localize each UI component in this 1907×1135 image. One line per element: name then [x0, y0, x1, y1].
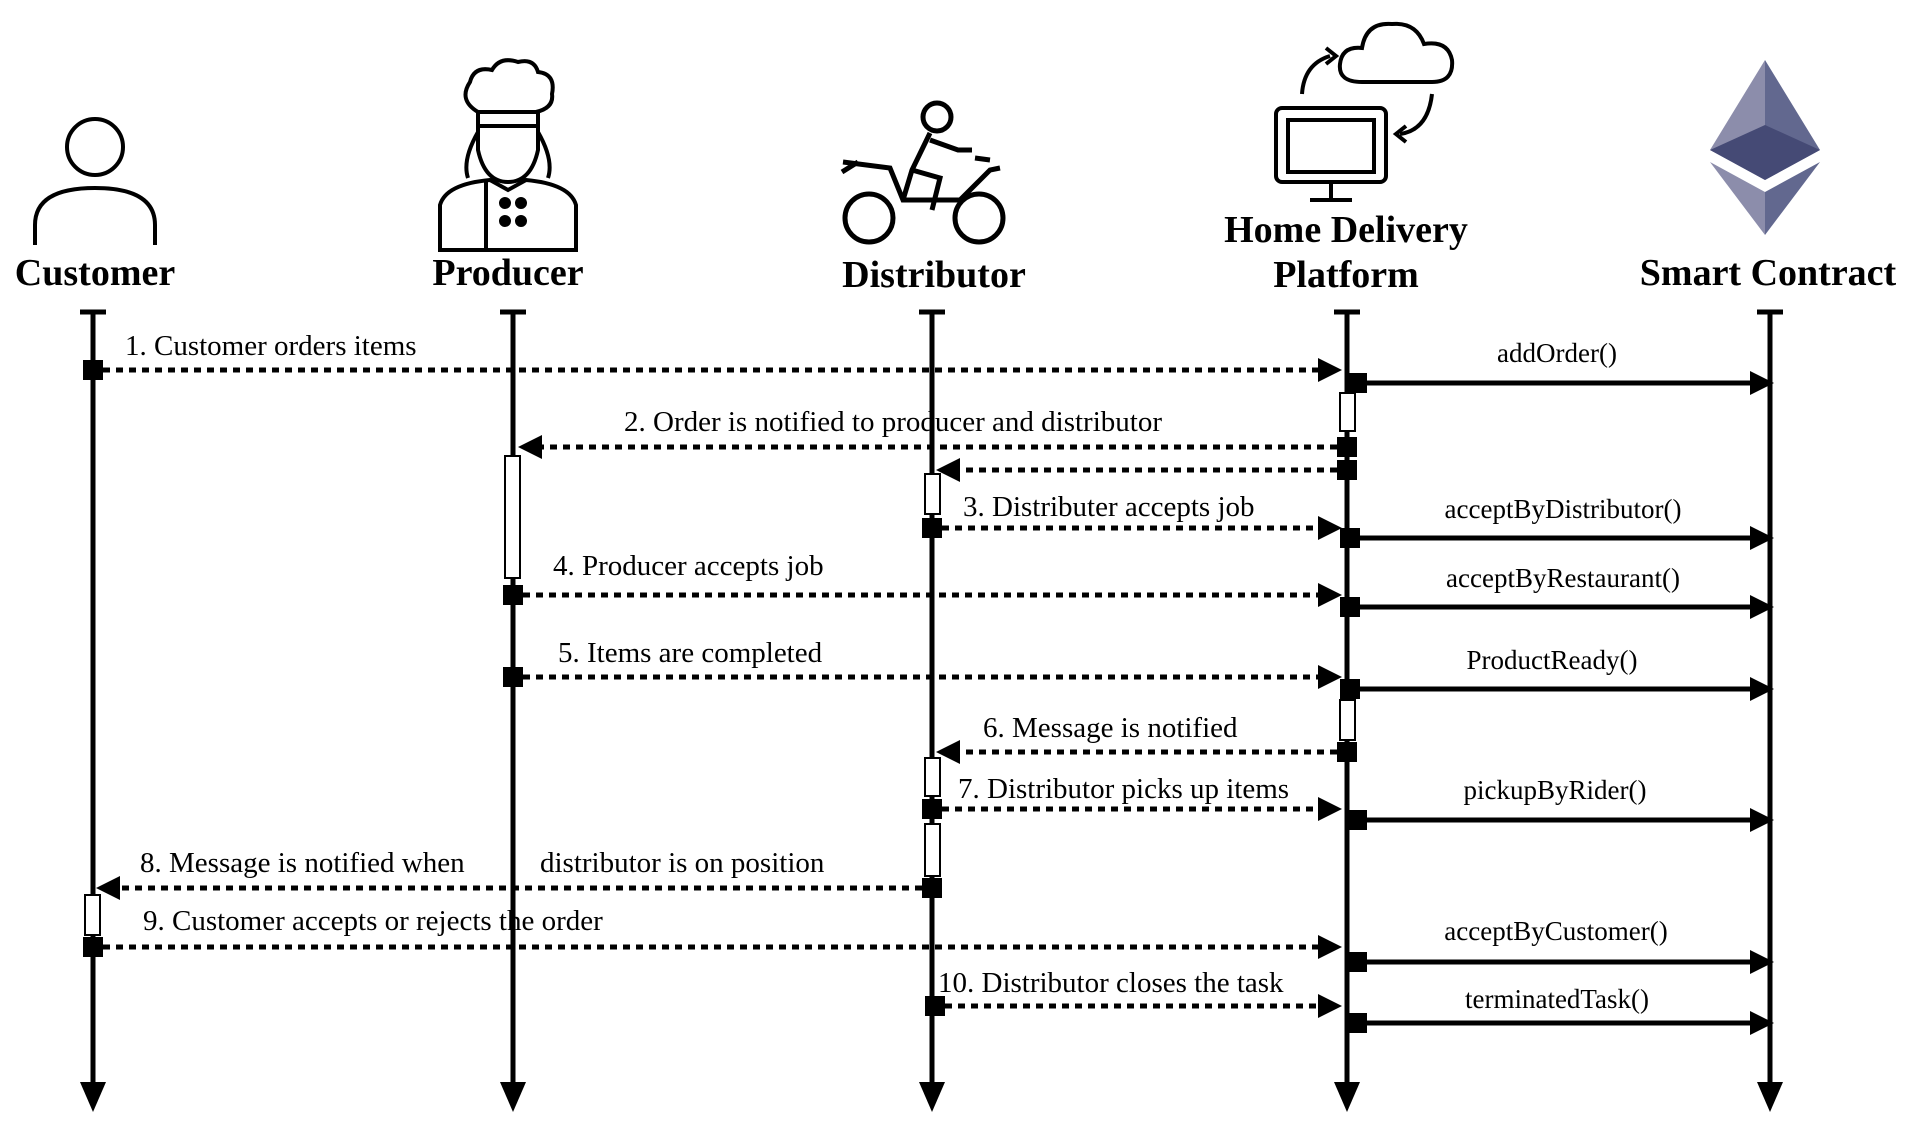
message-label-4: 4. Producer accepts job [553, 550, 824, 582]
activation-bar [924, 823, 941, 877]
activation-bar [1339, 392, 1356, 432]
message-2b [936, 458, 1357, 482]
contract-call-2: acceptByDistributor() [1340, 494, 1774, 550]
actor-label-platform-line1: Home Delivery [1224, 209, 1468, 251]
message-label-2: 2. Order is notified to producer and dis… [624, 406, 1162, 438]
message-2: 2. Order is notified to producer and dis… [518, 406, 1357, 459]
lifeline-contract [1757, 309, 1783, 1112]
chef-icon [438, 58, 578, 252]
contract-call-label-7: terminatedTask() [1465, 984, 1649, 1014]
contract-call-label-5: pickupByRider() [1464, 775, 1647, 805]
activation-bar [924, 757, 941, 797]
message-label-5: 5. Items are completed [558, 637, 823, 669]
contract-call-label-4: ProductReady() [1467, 645, 1638, 675]
person-icon [33, 117, 157, 245]
contract-call-1: addOrder() [1347, 338, 1774, 395]
lifeline-distributor [919, 309, 945, 1112]
message-6: 6. Message is notified [936, 712, 1357, 764]
activation-bar [504, 455, 521, 579]
actor-label-platform-line2: Platform [1273, 254, 1419, 296]
message-label-3: 3. Distributer accepts job [963, 491, 1255, 523]
message-label-1: 1. Customer orders items [125, 330, 417, 362]
message-label-9: 9. Customer accepts or rejects the order [143, 905, 603, 937]
message-1: 1. Customer orders items [83, 330, 1342, 382]
ethereum-icon [1710, 60, 1820, 235]
contract-call-label-1: addOrder() [1497, 338, 1617, 368]
contract-call-6: acceptByCustomer() [1347, 916, 1774, 974]
message-5: 5. Items are completed [503, 637, 1342, 689]
actor-label-customer: Customer [15, 252, 176, 294]
motorbike-rider-icon [840, 100, 1006, 245]
activation-bar [924, 473, 941, 515]
contract-call-label-6: acceptByCustomer() [1444, 916, 1667, 946]
computer-cloud-icon [1274, 21, 1455, 202]
message-3: 3. Distributer accepts job [922, 491, 1342, 540]
actor-label-producer: Producer [432, 252, 583, 294]
contract-call-label-3: acceptByRestaurant() [1446, 563, 1680, 593]
message-9: 9. Customer accepts or rejects the order [83, 905, 1342, 959]
activation-bar [1339, 699, 1356, 741]
contract-call-3: acceptByRestaurant() [1340, 563, 1774, 619]
lifeline-producer [500, 309, 526, 1112]
contract-call-4: ProductReady() [1340, 645, 1774, 701]
message-label-7: 7. Distributor picks up items [958, 773, 1289, 805]
message-label-8a: 8. Message is notified when [140, 847, 465, 879]
contract-call-5: pickupByRider() [1347, 775, 1774, 832]
message-label-10: 10. Distributor closes the task [938, 967, 1284, 999]
contract-call-label-2: acceptByDistributor() [1445, 494, 1682, 524]
message-8: 8. Message is notified when distributor … [96, 847, 942, 900]
activation-bar [84, 894, 101, 936]
message-label-6: 6. Message is notified [983, 712, 1238, 744]
message-10: 10. Distributor closes the task [925, 967, 1342, 1018]
contract-call-7: terminatedTask() [1347, 984, 1774, 1035]
actor-label-distributor: Distributor [842, 254, 1026, 296]
message-7: 7. Distributor picks up items [922, 773, 1342, 821]
actor-label-contract: Smart Contract [1640, 252, 1897, 294]
message-4: 4. Producer accepts job [503, 550, 1342, 607]
lifeline-customer [80, 309, 106, 1112]
message-label-8b: distributor is on position [540, 847, 825, 879]
